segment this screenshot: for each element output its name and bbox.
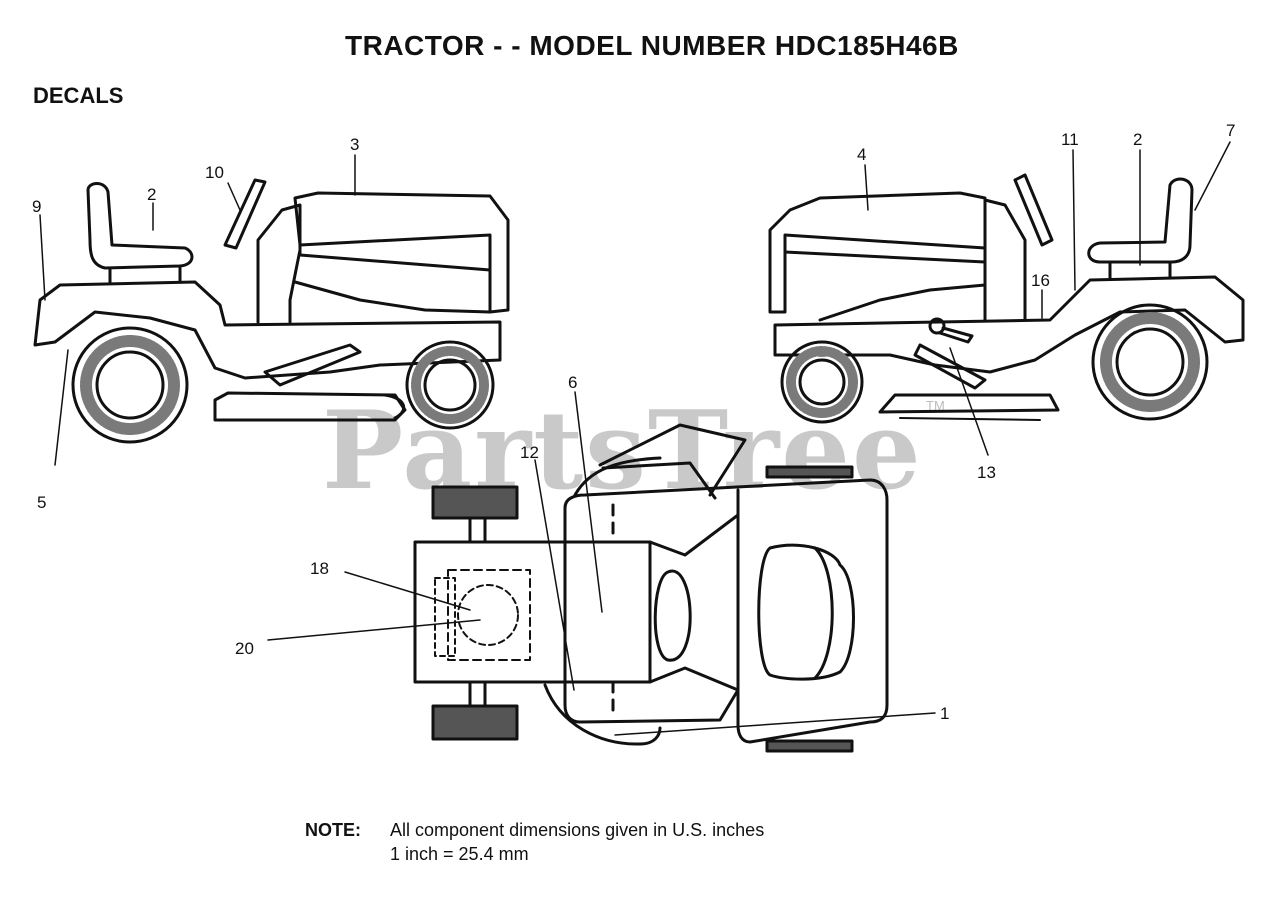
callout-1: 1 — [940, 704, 949, 723]
steering-wheel-right — [1013, 173, 1054, 247]
callout-6: 6 — [568, 373, 577, 392]
note-dimensions: All component dimensions given in U.S. i… — [390, 820, 765, 840]
steering-wheel — [223, 178, 267, 250]
callout-4: 4 — [857, 145, 866, 164]
tractor-seat — [86, 182, 194, 270]
front-wheel — [405, 340, 495, 430]
note-label: NOTE: — [305, 820, 361, 840]
callout-3: 3 — [350, 135, 359, 154]
callout-13: 13 — [977, 463, 996, 482]
top-rear-tire-lower — [431, 704, 519, 741]
note-conversion: 1 inch = 25.4 mm — [390, 844, 529, 864]
callout-2-right: 2 — [1133, 130, 1142, 149]
mower-deck — [213, 391, 407, 422]
tractor-frame — [33, 280, 502, 380]
callout-10: 10 — [205, 163, 224, 182]
watermark-trademark: TM — [926, 398, 945, 413]
rear-wheel — [71, 326, 189, 444]
discharge-chute — [598, 423, 747, 497]
tractor-hood — [293, 191, 510, 314]
tractor-left-side-view: 9 2 10 3 5 — [32, 135, 510, 512]
mower-deck-right — [878, 393, 1060, 414]
tractor-top-view: 6 12 18 20 1 — [235, 373, 949, 753]
callout-11: 11 — [1061, 130, 1079, 149]
seat-outline — [447, 569, 531, 661]
tractor-seat-right — [1087, 177, 1194, 264]
section-heading: DECALS — [33, 83, 124, 108]
tractor-right-side-view: 4 11 2 7 16 13 — [768, 121, 1245, 482]
callout-20: 20 — [235, 639, 254, 658]
callout-7: 7 — [1226, 121, 1235, 140]
front-wheel-right — [780, 340, 864, 424]
top-main-body — [563, 478, 889, 744]
tractor-frame-right — [773, 275, 1245, 374]
gas-cap-outline — [457, 584, 519, 646]
page-title: TRACTOR - - MODEL NUMBER HDC185H46B — [345, 30, 959, 61]
top-rear-tire-upper — [431, 485, 519, 520]
top-front-tire-upper — [765, 465, 854, 479]
callout-16: 16 — [1031, 271, 1050, 290]
top-hood — [757, 543, 855, 681]
callout-2-left: 2 — [147, 185, 156, 204]
callout-12: 12 — [520, 443, 539, 462]
rear-wheel-right — [1091, 303, 1209, 421]
callout-18: 18 — [310, 559, 329, 578]
top-front-tire-lower — [765, 739, 854, 753]
callout-5: 5 — [37, 493, 46, 512]
callout-9: 9 — [32, 197, 41, 216]
